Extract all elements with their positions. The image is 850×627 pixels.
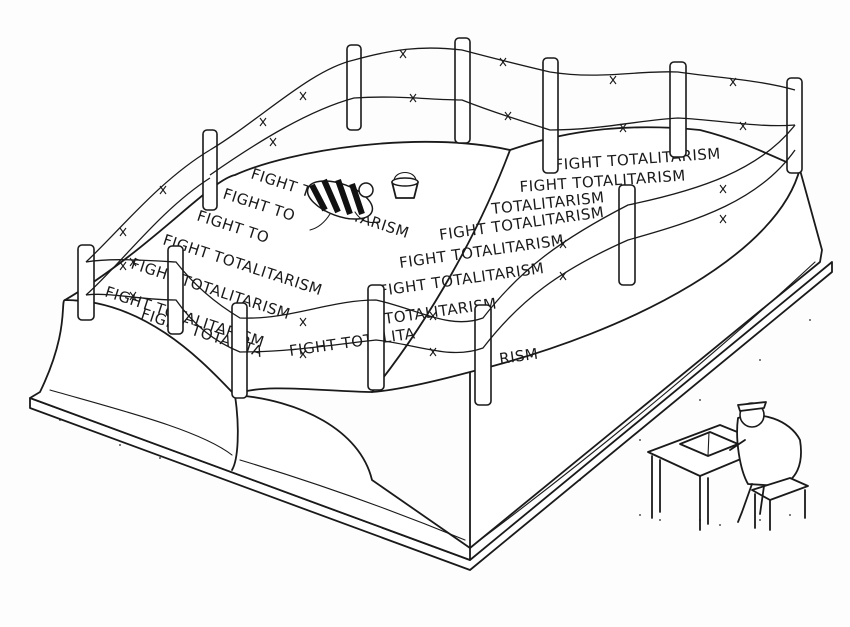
fence-post xyxy=(474,304,492,406)
slogan-17: RISM xyxy=(498,345,539,368)
fence-post xyxy=(77,244,95,321)
book-pages-block xyxy=(29,126,823,561)
bucket xyxy=(391,171,419,199)
fence-posts xyxy=(77,37,803,406)
barbed-wire xyxy=(85,47,796,359)
prisoner-figure xyxy=(306,178,379,231)
fence-post xyxy=(618,184,636,286)
fence-post xyxy=(542,57,559,174)
fence-post xyxy=(454,37,471,144)
guard-at-desk xyxy=(647,401,809,531)
fence-post xyxy=(167,245,184,335)
fence-post xyxy=(367,284,385,391)
fence-post xyxy=(346,44,362,131)
fence-post xyxy=(202,129,218,211)
fence-post xyxy=(231,302,248,399)
fence-post xyxy=(669,61,687,158)
